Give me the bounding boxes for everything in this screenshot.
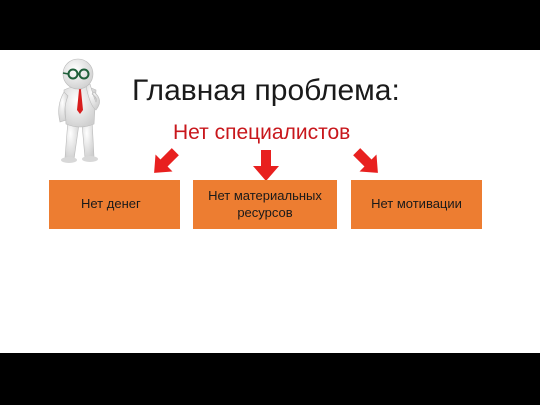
box-label: Нет денег xyxy=(81,196,141,212)
box-no-material-resources: Нет материальных ресурсов xyxy=(193,180,337,229)
box-label: Нет материальных ресурсов xyxy=(208,187,322,220)
slide-subtitle: Нет специалистов xyxy=(173,121,351,144)
thinking-person-with-tie-icon xyxy=(58,58,100,163)
slide: Главная проблема: Нет специалистов Нет д… xyxy=(0,50,540,353)
box-label: Нет мотивации xyxy=(371,196,462,212)
slide-title: Главная проблема: xyxy=(132,74,400,107)
arrow-down-left-icon xyxy=(154,148,179,173)
box-no-motivation: Нет мотивации xyxy=(351,180,482,229)
box-no-money: Нет денег xyxy=(49,180,180,229)
arrow-down-right-icon xyxy=(353,148,378,173)
arrow-down-icon xyxy=(253,150,279,181)
